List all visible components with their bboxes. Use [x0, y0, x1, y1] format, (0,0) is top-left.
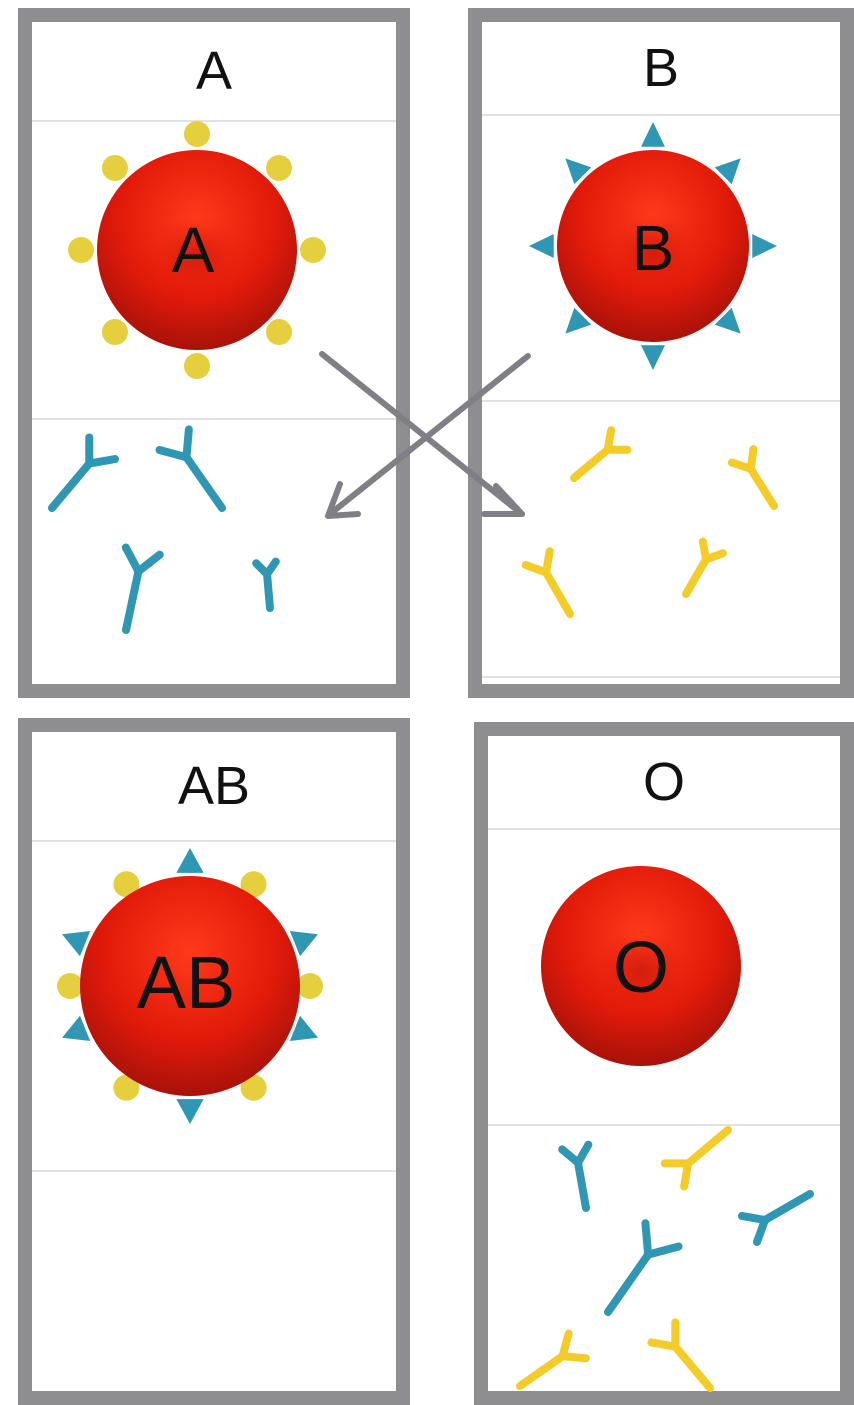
antigens-b [529, 122, 777, 370]
antibodies [48, 425, 814, 1392]
antigen-a-on-ab-4 [240, 1074, 267, 1101]
antigen-b-0 [641, 122, 665, 147]
antibody-o-yellow-1 [660, 1126, 732, 1191]
arrow-a-to-b [319, 351, 525, 517]
panel-b-title: B [482, 22, 840, 116]
antigen-b-2 [752, 234, 777, 258]
antigen-b-on-ab-3 [176, 1099, 204, 1124]
panel-b-bottom-divider [482, 676, 840, 678]
cell-o-label: O [613, 928, 669, 1008]
panel-b-divider [482, 400, 840, 402]
antigen-b-on-ab-5 [62, 930, 91, 957]
antigen-a-4 [184, 353, 210, 379]
panel-ab-title: AB [32, 732, 396, 842]
cell-b-core [609, 214, 697, 290]
panel-a-divider [32, 418, 396, 420]
antigen-a-6 [68, 237, 94, 263]
antibody-anti-b-1 [48, 433, 119, 512]
antigen-b-on-ab-4 [62, 1015, 91, 1042]
panel-o: O [474, 722, 854, 1405]
antigen-a-on-ab-5 [113, 1074, 140, 1101]
cell-b-label: B [632, 212, 675, 284]
panel-a-title: A [32, 22, 396, 122]
panel-ab-divider [32, 1170, 396, 1172]
antibody-anti-b-2 [155, 425, 226, 512]
antigen-a-5 [101, 319, 128, 346]
antigen-b-4 [641, 345, 665, 370]
antibody-anti-a-4 [682, 537, 727, 598]
antigens-ab [57, 848, 323, 1124]
antigen-a-3 [266, 319, 293, 346]
antigen-a-on-ab-0 [240, 871, 267, 898]
cell-a-label: A [172, 214, 215, 286]
antibody-o-yellow-3 [647, 1318, 714, 1392]
antigen-b-on-ab-2 [289, 1015, 318, 1042]
antigen-a-7 [101, 154, 128, 181]
antigens-a [68, 121, 326, 379]
cell-o-core [595, 930, 687, 1010]
cell-ab: AB [57, 848, 323, 1124]
cell-ab-label: AB [137, 941, 236, 1024]
antibody-anti-a-3 [521, 547, 574, 618]
antibody-anti-b-4 [252, 557, 280, 612]
antibody-o-yellow-2 [516, 1329, 590, 1390]
antigen-b-on-ab-1 [289, 930, 318, 957]
antigen-a-2 [300, 237, 326, 263]
cross-arrows [319, 351, 531, 519]
cell-o: O [541, 866, 741, 1066]
antibody-anti-a-1 [570, 426, 632, 482]
antibody-anti-b-3 [121, 543, 164, 634]
antigen-b-5 [565, 307, 592, 334]
antigen-b-on-ab-0 [176, 848, 204, 873]
antigen-b-1 [714, 158, 741, 185]
cell-a-core [152, 217, 242, 293]
antigen-a-on-ab-1 [113, 871, 140, 898]
arrow-b-to-a [325, 353, 531, 519]
panel-o-title: O [488, 736, 840, 830]
panel-a: A [18, 8, 410, 698]
antibody-anti-a-2 [727, 445, 778, 510]
cell-b: B [529, 122, 777, 370]
antibody-o-blue-2 [604, 1219, 683, 1316]
antibody-o-blue-3 [737, 1190, 814, 1246]
red-cell-ab [80, 876, 300, 1096]
antigen-b-6 [529, 234, 554, 258]
antibody-o-blue-1 [558, 1140, 593, 1212]
panel-o-divider [488, 1124, 840, 1126]
antigen-a-0 [184, 121, 210, 147]
antigen-a-1 [266, 154, 293, 181]
antigen-a-on-ab-3 [57, 973, 83, 999]
antigen-b-7 [565, 158, 592, 185]
antigen-b-3 [714, 307, 741, 334]
cell-a: A [68, 121, 326, 379]
antigen-a-on-ab-2 [297, 973, 323, 999]
